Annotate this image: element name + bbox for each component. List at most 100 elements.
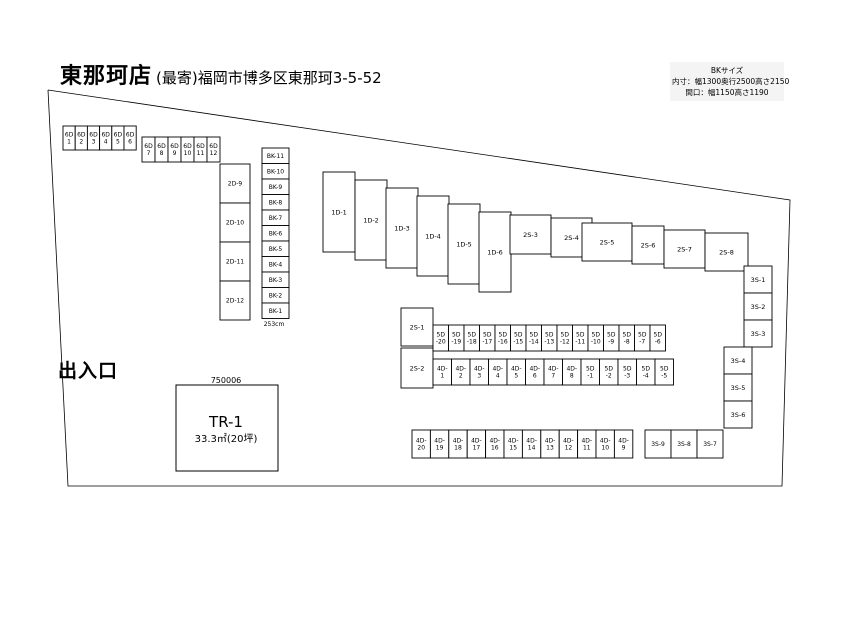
unit-bk-8[interactable]: BK-8 [261, 194, 290, 211]
unit-box[interactable] [478, 211, 512, 293]
unit-box[interactable] [581, 222, 633, 262]
unit-5d-13[interactable]: 5D-13 [541, 324, 558, 352]
unit-box[interactable] [723, 400, 753, 429]
unit-6d7[interactable]: 6D7 [141, 136, 156, 163]
unit-4d-1[interactable]: 4D-1 [432, 358, 452, 386]
unit-4d-15[interactable]: 4D-15 [503, 429, 523, 459]
unit-box[interactable] [670, 429, 698, 459]
unit-5d-11[interactable]: 5D-11 [572, 324, 589, 352]
unit-box[interactable] [261, 302, 290, 319]
unit-5d-17[interactable]: 5D-17 [479, 324, 496, 352]
unit-2d-11[interactable]: 2D-11 [219, 241, 251, 282]
unit-2d-9[interactable]: 2D-9 [219, 163, 251, 204]
unit-3s-8[interactable]: 3S-8 [670, 429, 698, 459]
unit-1d-4[interactable]: 1D-4 [416, 195, 450, 277]
unit-1d-5[interactable]: 1D-5 [447, 203, 481, 285]
unit-box[interactable] [322, 171, 356, 253]
unit-5d-20[interactable]: 5D-20 [432, 324, 449, 352]
unit-5d-12[interactable]: 5D-12 [556, 324, 573, 352]
unit-bk-7[interactable]: BK-7 [261, 209, 290, 226]
unit-box[interactable] [696, 429, 724, 459]
unit-box[interactable] [219, 280, 251, 321]
unit-box[interactable] [123, 125, 137, 151]
unit-4d-17[interactable]: 4D-17 [466, 429, 487, 459]
unit-bk-3[interactable]: BK-3 [261, 271, 290, 288]
unit-3s-5[interactable]: 3S-5 [723, 373, 753, 402]
unit-4d-10[interactable]: 4D-10 [595, 429, 615, 459]
unit-5d-4[interactable]: 5D-4 [636, 358, 656, 386]
unit-box[interactable] [416, 195, 450, 277]
unit-5d-16[interactable]: 5D-16 [494, 324, 511, 352]
unit-bk-10[interactable]: BK-10 [261, 163, 290, 180]
unit-1d-2[interactable]: 1D-2 [354, 179, 388, 261]
unit-4d-9[interactable]: 4D-9 [613, 429, 634, 459]
unit-3s-4[interactable]: 3S-4 [723, 346, 753, 375]
unit-box[interactable] [649, 324, 666, 352]
unit-2s-1[interactable]: 2S-1 [400, 307, 434, 347]
unit-box[interactable] [663, 229, 706, 269]
unit-4d-12[interactable]: 4D-12 [558, 429, 579, 459]
unit-2s-2[interactable]: 2S-2 [400, 347, 434, 389]
unit-bk-9[interactable]: BK-9 [261, 178, 290, 195]
unit-bk-5[interactable]: BK-5 [261, 240, 290, 257]
unit-1d-1[interactable]: 1D-1 [322, 171, 356, 253]
unit-4d-14[interactable]: 4D-14 [521, 429, 542, 459]
unit-5d-3[interactable]: 5D-3 [617, 358, 637, 386]
unit-4d-8[interactable]: 4D-8 [562, 358, 582, 386]
unit-bk-4[interactable]: BK-4 [261, 256, 290, 273]
unit-box[interactable] [354, 179, 388, 261]
unit-box[interactable] [613, 429, 634, 459]
unit-4d-7[interactable]: 4D-7 [543, 358, 563, 386]
unit-bk-1[interactable]: BK-1 [261, 302, 290, 319]
unit-5d-6[interactable]: 5D-6 [649, 324, 666, 352]
unit-box[interactable] [447, 203, 481, 285]
unit-5d-10[interactable]: 5D-10 [587, 324, 604, 352]
unit-5d-19[interactable]: 5D-19 [448, 324, 465, 352]
unit-5d-7[interactable]: 5D-7 [634, 324, 651, 352]
unit-box[interactable] [206, 136, 221, 163]
unit-3s-3[interactable]: 3S-3 [743, 319, 773, 348]
unit-box[interactable] [400, 307, 434, 347]
unit-6d4[interactable]: 6D4 [99, 125, 113, 151]
unit-5d-18[interactable]: 5D-18 [463, 324, 480, 352]
unit-5d-2[interactable]: 5D-2 [599, 358, 619, 386]
unit-5d-5[interactable]: 5D-5 [654, 358, 674, 386]
unit-5d-15[interactable]: 5D-15 [510, 324, 527, 352]
unit-5d-1[interactable]: 5D-1 [580, 358, 600, 386]
tr-1-box[interactable] [175, 384, 279, 472]
unit-box[interactable] [385, 187, 419, 269]
unit-4d-11[interactable]: 4D-11 [577, 429, 597, 459]
unit-box[interactable] [723, 373, 753, 402]
unit-4d-6[interactable]: 4D-6 [525, 358, 545, 386]
unit-3s-6[interactable]: 3S-6 [723, 400, 753, 429]
unit-6d3[interactable]: 6D3 [86, 125, 101, 151]
unit-4d-5[interactable]: 4D-5 [506, 358, 526, 386]
unit-1d-3[interactable]: 1D-3 [385, 187, 419, 269]
unit-4d-4[interactable]: 4D-4 [488, 358, 508, 386]
unit-6d8[interactable]: 6D8 [154, 136, 169, 163]
unit-4d-18[interactable]: 4D-18 [448, 429, 468, 459]
unit-4d-16[interactable]: 4D-16 [485, 429, 505, 459]
unit-2s-5[interactable]: 2S-5 [581, 222, 633, 262]
unit-3s-1[interactable]: 3S-1 [743, 265, 773, 294]
unit-6d9[interactable]: 6D9 [167, 136, 182, 163]
unit-4d-20[interactable]: 4D-20 [411, 429, 431, 459]
unit-4d-2[interactable]: 4D-2 [451, 358, 471, 386]
unit-4d-13[interactable]: 4D-13 [540, 429, 560, 459]
unit-box[interactable] [723, 346, 753, 375]
unit-box[interactable] [219, 163, 251, 204]
unit-bk-2[interactable]: BK-2 [261, 287, 290, 304]
unit-3s-7[interactable]: 3S-7 [696, 429, 724, 459]
unit-1d-6[interactable]: 1D-6 [478, 211, 512, 293]
unit-box[interactable] [704, 232, 749, 272]
unit-box[interactable] [400, 347, 434, 389]
unit-2s-3[interactable]: 2S-3 [509, 214, 552, 255]
unit-3s-2[interactable]: 3S-2 [743, 292, 773, 321]
unit-5d-8[interactable]: 5D-8 [618, 324, 635, 352]
unit-bk-6[interactable]: BK-6 [261, 225, 290, 242]
unit-2d-12[interactable]: 2D-12 [219, 280, 251, 321]
unit-6d2[interactable]: 6D2 [74, 125, 88, 151]
unit-box[interactable] [509, 214, 552, 255]
